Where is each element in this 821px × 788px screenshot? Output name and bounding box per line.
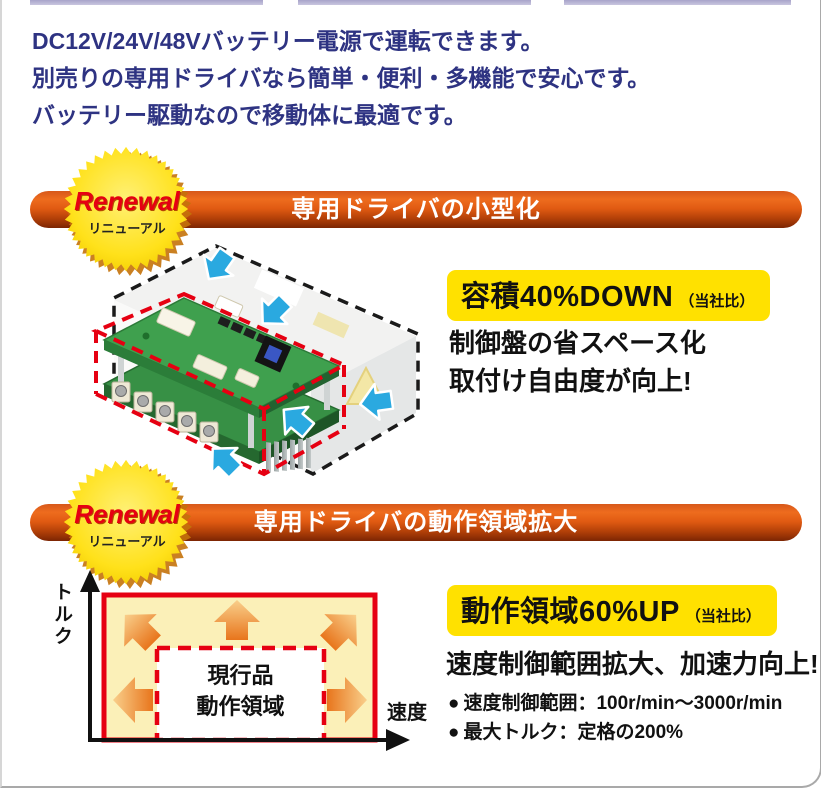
highlight-main: 動作領域60%UP xyxy=(461,596,680,628)
renewal-subtitle: リニューアル xyxy=(88,534,166,549)
operating-range-chart: トルク 速度 現行品 動作領域 xyxy=(42,568,442,786)
new-driver-board xyxy=(102,295,341,473)
highlight-badge-range-up: 動作領域60%UP （当社比） xyxy=(447,585,777,636)
table-top-bar xyxy=(564,0,791,5)
bullet-text: 最大トルク：定格の200% xyxy=(463,722,684,743)
operating-range-diagram xyxy=(80,570,410,751)
table-top-bar xyxy=(298,0,531,5)
intro-line: DC12V/24V/48Vバッテリー電源で運転できます。 xyxy=(32,28,544,54)
table-top-bar xyxy=(30,0,263,5)
axes xyxy=(88,584,392,742)
current-region-label: 現行品 動作領域 xyxy=(157,660,324,722)
current-region-label-line: 現行品 xyxy=(207,663,274,688)
intro-text: DC12V/24V/48Vバッテリー電源で運転できます。 別売りの専用ドライバな… xyxy=(32,23,650,134)
bullet-text: 速度制御範囲：100r/min～3000r/min xyxy=(463,693,783,714)
highlight-badge-volume-down: 容積40%DOWN （当社比） xyxy=(447,270,771,321)
highlight-note: （当社比） xyxy=(685,608,761,625)
intro-line: バッテリー駆動なので移動体に最適です。 xyxy=(32,102,467,128)
bullet-icon: ● xyxy=(448,722,460,743)
x-axis-arrowhead xyxy=(386,729,410,751)
bullet-icon: ● xyxy=(448,693,460,714)
renewal-subtitle: リニューアル xyxy=(88,221,166,236)
highlight-main: 容積40%DOWN xyxy=(461,281,674,313)
driver-illustration xyxy=(91,244,420,479)
renewal-badge: Renewal リニューアル xyxy=(59,142,195,278)
current-region xyxy=(154,645,327,743)
current-region-label-line: 動作領域 xyxy=(196,694,285,719)
renewal-title: Renewal xyxy=(74,499,180,529)
starburst-icon xyxy=(63,459,193,590)
new-volume-outline xyxy=(91,291,349,477)
terminal-blocks xyxy=(111,381,219,443)
bullet-item: ●最大トルク：定格の200% xyxy=(448,718,782,747)
starburst-icon xyxy=(63,146,193,277)
y-axis-label: トルク xyxy=(51,582,72,648)
renewal-badge: Renewal リニューアル xyxy=(59,455,195,591)
x-axis-label: 速度 xyxy=(387,702,427,724)
highlight-note: （当社比） xyxy=(679,293,755,310)
expansion-arrows xyxy=(113,600,367,723)
driver-size-comparison-image xyxy=(66,236,426,491)
section1-body-text: 制御盤の省スペース化 取付け自由度が向上! xyxy=(449,324,706,400)
bullet-item: ●速度制御範囲：100r/min～3000r/min xyxy=(448,689,782,718)
y-axis-arrowhead xyxy=(80,570,100,592)
old-volume-outline xyxy=(112,244,420,476)
body-line: 取付け自由度が向上! xyxy=(449,366,692,396)
section2-lead-text: 速度制御範囲拡大、加速力向上! xyxy=(446,649,819,679)
shrink-arrows xyxy=(202,246,395,479)
section2-bullet-list: ●速度制御範囲：100r/min～3000r/min ●最大トルク：定格の200… xyxy=(448,689,782,747)
renewal-title: Renewal xyxy=(74,186,180,216)
body-line: 制御盤の省スペース化 xyxy=(449,328,706,358)
intro-line: 別売りの専用ドライバなら簡単・便利・多機能で安心です。 xyxy=(32,65,651,91)
